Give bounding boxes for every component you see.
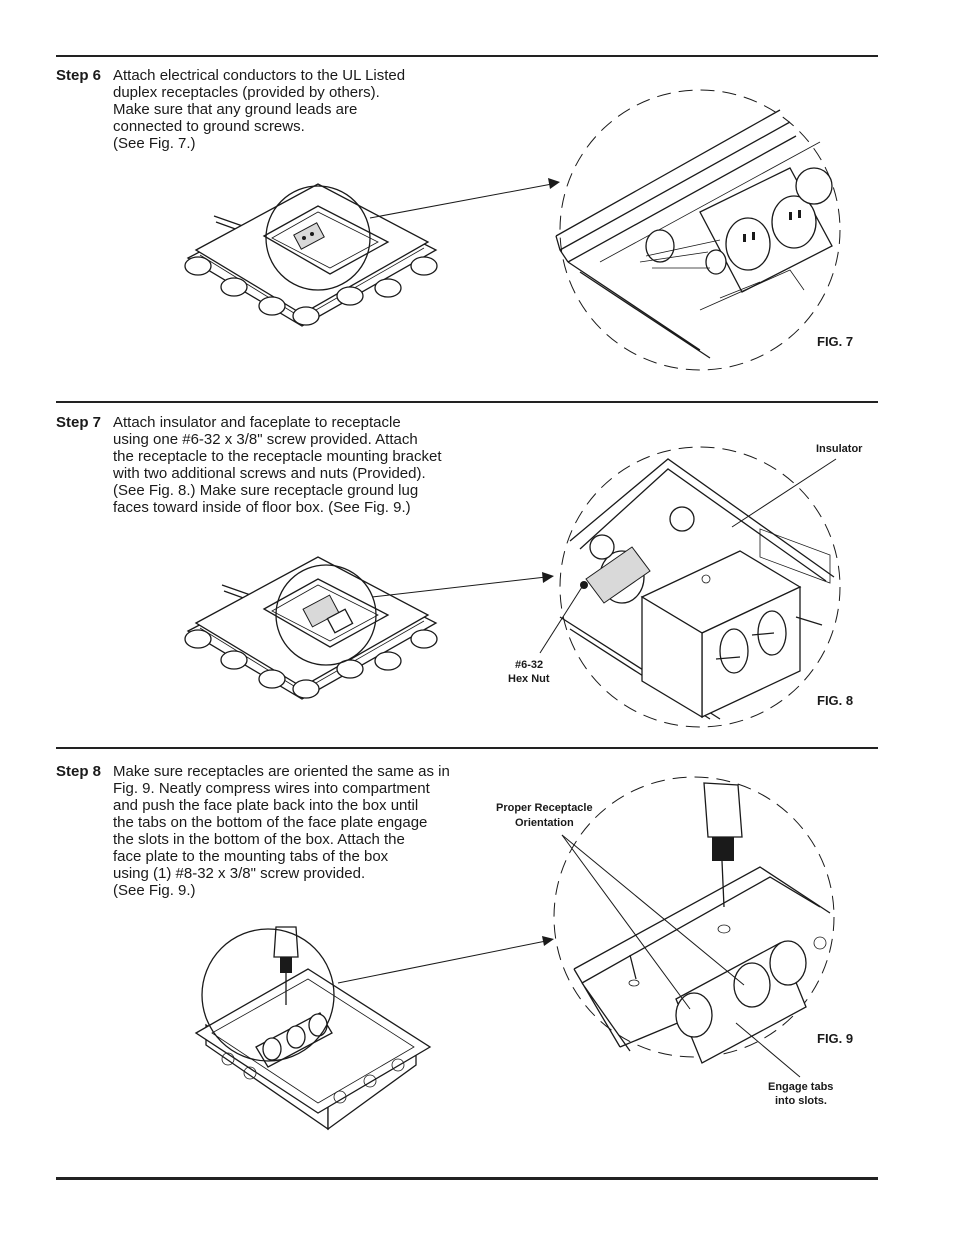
step-7-label: Step 7	[56, 414, 102, 431]
floor-box-illustration-step6	[184, 89, 841, 371]
step-8-line: the slots in the bottom of the box. Atta…	[113, 831, 405, 848]
callout-hex-nut: Hex Nut	[508, 673, 550, 685]
callout-receptacle-orientation-2: Orientation	[515, 817, 574, 829]
step-8-line: using (1) #8-32 x 3/8" screw provided.	[113, 865, 366, 882]
step-7-line: faces toward inside of floor box. (See F…	[113, 499, 411, 516]
step-8-line: Make sure receptacles are oriented the s…	[113, 763, 450, 780]
callout-insulator: Insulator	[816, 443, 863, 455]
section-divider-bottom	[56, 1177, 878, 1180]
step-6-line: (See Fig. 7.)	[113, 135, 196, 152]
step-7-line: (See Fig. 8.) Make sure receptacle groun…	[113, 482, 419, 499]
section-divider-step7	[56, 401, 878, 403]
floor-box-illustration-step7	[184, 446, 841, 728]
step-7-line: Attach insulator and faceplate to recept…	[113, 414, 401, 431]
figure-7-label: FIG. 7	[817, 334, 854, 349]
step-6-line: connected to ground screws.	[113, 118, 305, 135]
floor-box-illustration-step8	[194, 776, 835, 1131]
callout-hex-nut-size: #6-32	[515, 659, 544, 671]
step-6-line: Attach electrical conductors to the UL L…	[113, 67, 406, 84]
step-8-line: and push the face plate back into the bo…	[113, 797, 419, 814]
step-6-label: Step 6	[56, 67, 102, 84]
step-7-line: the receptacle to the receptacle mountin…	[113, 448, 442, 465]
figure-9-label: FIG. 9	[817, 1031, 854, 1046]
figure-8-label: FIG. 8	[817, 693, 854, 708]
step-6-line: duplex receptacles (provided by others).	[113, 84, 380, 101]
step-8-line: face plate to the mounting tabs of the b…	[113, 848, 389, 865]
step-7-line: with two additional screws and nuts (Pro…	[113, 465, 426, 482]
section-divider-step8	[56, 747, 878, 749]
step-6-line: Make sure that any ground leads are	[113, 101, 358, 118]
step-7-line: using one #6-32 x 3/8" screw provided. A…	[113, 431, 418, 448]
step-7-text: Attach insulator and faceplate to recept…	[113, 414, 442, 516]
section-divider-top	[56, 55, 878, 57]
callout-engage-tabs-1: Engage tabs	[768, 1081, 834, 1093]
callout-receptacle-orientation-1: Proper Receptacle	[496, 802, 593, 814]
step-8-line: Fig. 9. Neatly compress wires into compa…	[113, 780, 430, 797]
step-8-line: (See Fig. 9.)	[113, 882, 196, 899]
callout-engage-tabs-2: into slots.	[775, 1095, 827, 1107]
step-8-label: Step 8	[56, 763, 102, 780]
step-8-text: Make sure receptacles are oriented the s…	[113, 763, 450, 899]
step-8-line: the tabs on the bottom of the face plate…	[113, 814, 428, 831]
step-6-text: Attach electrical conductors to the UL L…	[113, 67, 405, 152]
